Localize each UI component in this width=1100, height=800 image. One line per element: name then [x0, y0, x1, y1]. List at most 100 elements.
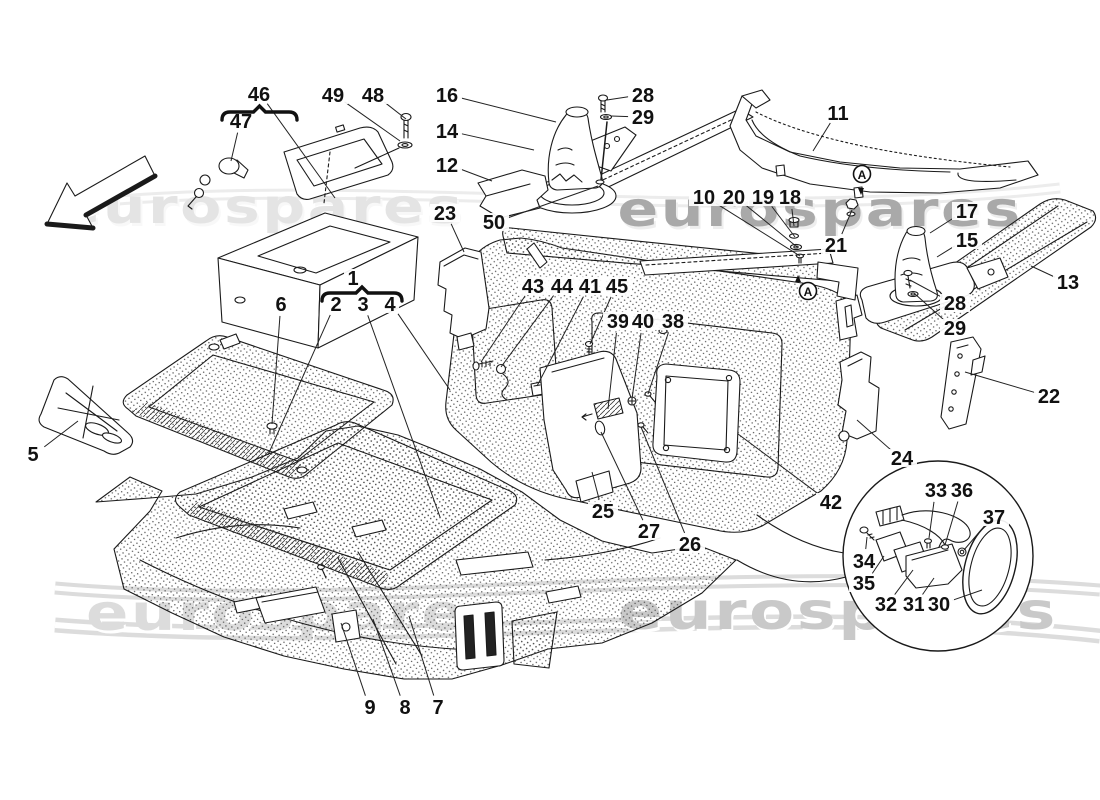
- leader-line-9: [340, 622, 366, 696]
- part-callout-50: 50: [479, 185, 599, 234]
- callout-number-1: 1: [347, 268, 358, 290]
- callout-halo: [432, 86, 462, 104]
- part-callout-37: 37: [963, 507, 1009, 551]
- callout-halo: [588, 502, 618, 520]
- grouping-bracket: [220, 103, 299, 122]
- callout-halo: [816, 493, 846, 511]
- callout-number-7: 7: [432, 697, 443, 719]
- front-direction-arrow-icon: [44, 155, 158, 231]
- callout-number-25: 25: [592, 501, 614, 523]
- part-callout-41: 41: [536, 276, 605, 387]
- leader-line-23: [450, 223, 465, 253]
- callout-halo: [358, 86, 388, 104]
- callout-halo: [432, 122, 462, 140]
- part-callout-3: 3: [354, 294, 441, 518]
- inset-connector-line: [736, 559, 847, 583]
- part-callout-25: 25: [588, 471, 618, 523]
- front-floor-mat: [174, 421, 518, 591]
- leader-line-20: [744, 204, 798, 248]
- callout-halo: [940, 294, 970, 312]
- footrest-bracket: [255, 551, 423, 665]
- callout-halo: [361, 698, 379, 716]
- callout-number-10: 10: [693, 187, 715, 209]
- part-callout-27: 27: [600, 431, 664, 543]
- callout-halo: [327, 295, 345, 313]
- marker-pointer-icon: [795, 275, 801, 282]
- part-callout-1: 1: [344, 268, 362, 290]
- section-marker-A: A: [795, 275, 818, 301]
- callout-number-34: 34: [853, 551, 876, 573]
- callout-halo: [924, 595, 954, 613]
- callout-number-45: 45: [606, 276, 628, 298]
- callout-halo: [430, 204, 460, 222]
- part-callout-17: 17: [929, 201, 982, 234]
- part-callout-21: 21: [821, 209, 853, 257]
- heel-pad-plate: [38, 376, 134, 455]
- callout-halo: [658, 312, 688, 330]
- section-marker-A: A: [852, 164, 872, 195]
- leader-line-5: [43, 420, 79, 448]
- part-callout-10: 10: [689, 187, 801, 257]
- part-callout-29: 29: [914, 293, 970, 340]
- inset-connector-line: [756, 514, 845, 554]
- callout-number-49: 49: [322, 85, 344, 107]
- callout-number-37: 37: [983, 507, 1005, 529]
- leader-line-12: [460, 168, 493, 182]
- part-callout-29: 29: [610, 107, 658, 129]
- callout-number-28: 28: [944, 293, 966, 315]
- part-callout-43: 43: [480, 276, 548, 363]
- callout-number-17: 17: [956, 201, 978, 223]
- part-callout-48: 48: [358, 85, 407, 120]
- callout-halo: [318, 86, 348, 104]
- leader-line-26: [640, 426, 686, 534]
- callout-halo: [849, 574, 879, 592]
- callout-halo: [479, 213, 509, 231]
- leader-line-33: [928, 501, 935, 539]
- callout-number-9: 9: [364, 697, 375, 719]
- callout-number-33: 33: [925, 480, 947, 502]
- callout-halo: [979, 508, 1009, 526]
- callout-number-35: 35: [853, 573, 875, 595]
- handbrake-gaiter-assembly: [859, 225, 1009, 324]
- part-callout-23: 23: [430, 203, 465, 253]
- part-callout-20: 20: [719, 187, 798, 248]
- callout-number-18: 18: [779, 187, 801, 209]
- part-callout-11: 11: [812, 103, 853, 152]
- part-callout-12: 12: [432, 155, 493, 182]
- callout-halo: [952, 202, 982, 220]
- left-sill-trim: [729, 89, 1039, 199]
- callout-halo: [272, 295, 290, 313]
- part-callout-28: 28: [909, 279, 970, 315]
- part-callout-36: 36: [944, 480, 977, 546]
- callout-number-50: 50: [483, 212, 505, 234]
- callout-halo: [849, 552, 879, 570]
- part-callout-35: 35: [849, 555, 885, 595]
- callout-number-22: 22: [1038, 386, 1060, 408]
- callout-halo: [381, 295, 399, 313]
- callout-number-48: 48: [362, 85, 384, 107]
- leader-line-19: [771, 206, 796, 238]
- part-callout-40: 40: [628, 311, 658, 400]
- part-callout-6: 6: [271, 294, 290, 425]
- callout-halo: [628, 108, 658, 126]
- part-callout-31: 31: [899, 577, 935, 616]
- callout-number-31: 31: [903, 594, 925, 616]
- callout-halo: [748, 188, 778, 206]
- callout-number-26: 26: [679, 534, 701, 556]
- callout-number-11: 11: [827, 103, 848, 125]
- callout-halo: [602, 277, 632, 295]
- callout-halo: [226, 112, 256, 130]
- leader-line-16: [460, 97, 557, 123]
- part-callout-4: 4: [381, 294, 451, 391]
- leader-line-44: [500, 295, 554, 368]
- callout-halo: [628, 312, 658, 330]
- callout-number-43: 43: [522, 276, 544, 298]
- foam-pad: [437, 247, 490, 351]
- leader-line-10: [715, 202, 801, 257]
- callout-halo: [871, 595, 901, 613]
- callout-number-40: 40: [632, 311, 654, 333]
- part-callout-14: 14: [432, 121, 535, 151]
- leader-line-28: [606, 96, 630, 101]
- leader-line-47: [230, 132, 239, 162]
